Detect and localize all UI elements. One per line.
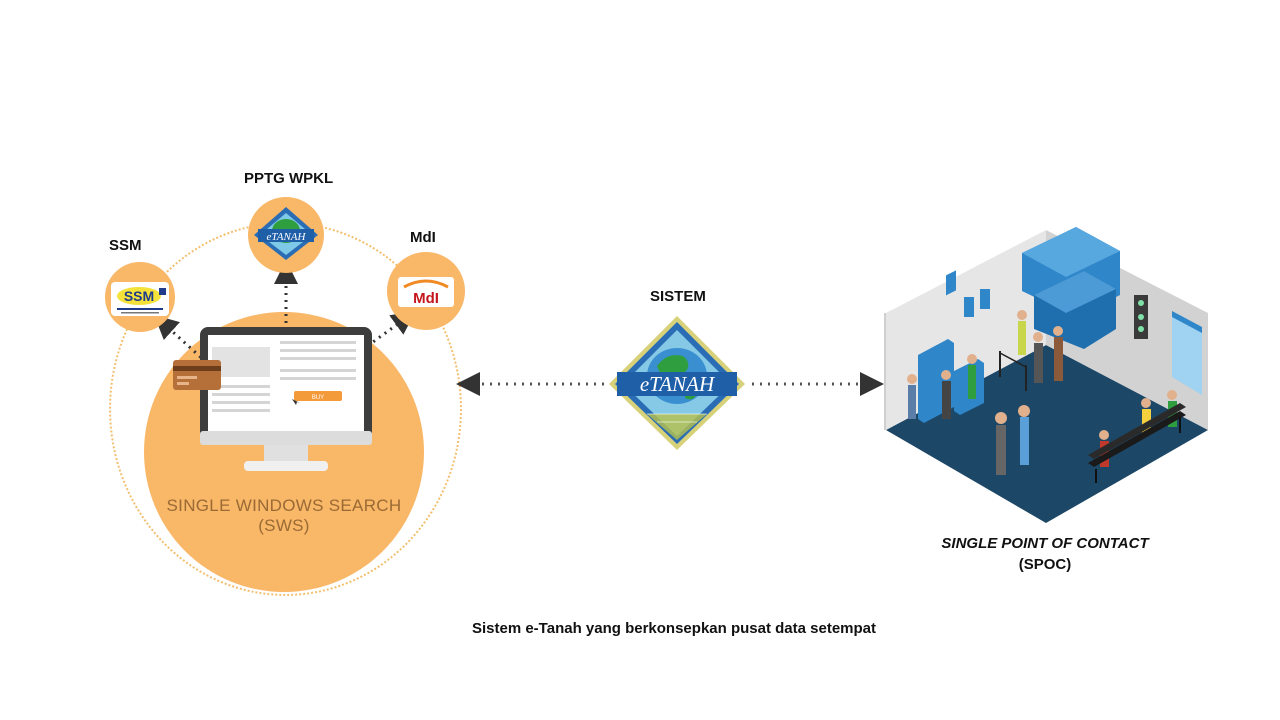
label-sistem: SISTEM — [650, 288, 706, 305]
buy-button: BUY — [312, 395, 324, 401]
svg-text:MdI: MdI — [413, 290, 439, 307]
svg-text:eTANAH: eTANAH — [267, 231, 307, 243]
label-ssm: SSM — [109, 237, 142, 254]
arrow-to-ssm — [154, 314, 208, 364]
label-pptg: PPTG WPKL — [244, 170, 334, 187]
credit-card-icon — [173, 360, 221, 390]
etanah-logo-text: eTANAH — [640, 372, 716, 396]
sws-title-line2: (SWS) — [258, 516, 310, 535]
monitor-icon: BUY — [200, 327, 372, 473]
ssm-logo-text: SSM — [124, 288, 154, 304]
pptg-etanah-logo: eTANAH — [252, 205, 320, 261]
diagram-caption: Sistem e-Tanah yang berkonsepkan pusat d… — [471, 620, 876, 637]
mdi-logo: MdI — [398, 277, 454, 307]
spoc-title-line2: (SPOC) — [1018, 556, 1072, 573]
label-mdi: MdI — [410, 229, 436, 246]
sws-title-line1: SINGLE WINDOWS SEARCH — [166, 496, 402, 515]
office-illustration — [884, 225, 1210, 525]
etanah-logo: eTANAH — [607, 314, 747, 452]
ssm-logo: SSM — [111, 282, 169, 316]
spoc-title-line1: SINGLE POINT OF CONTACT — [941, 535, 1149, 552]
